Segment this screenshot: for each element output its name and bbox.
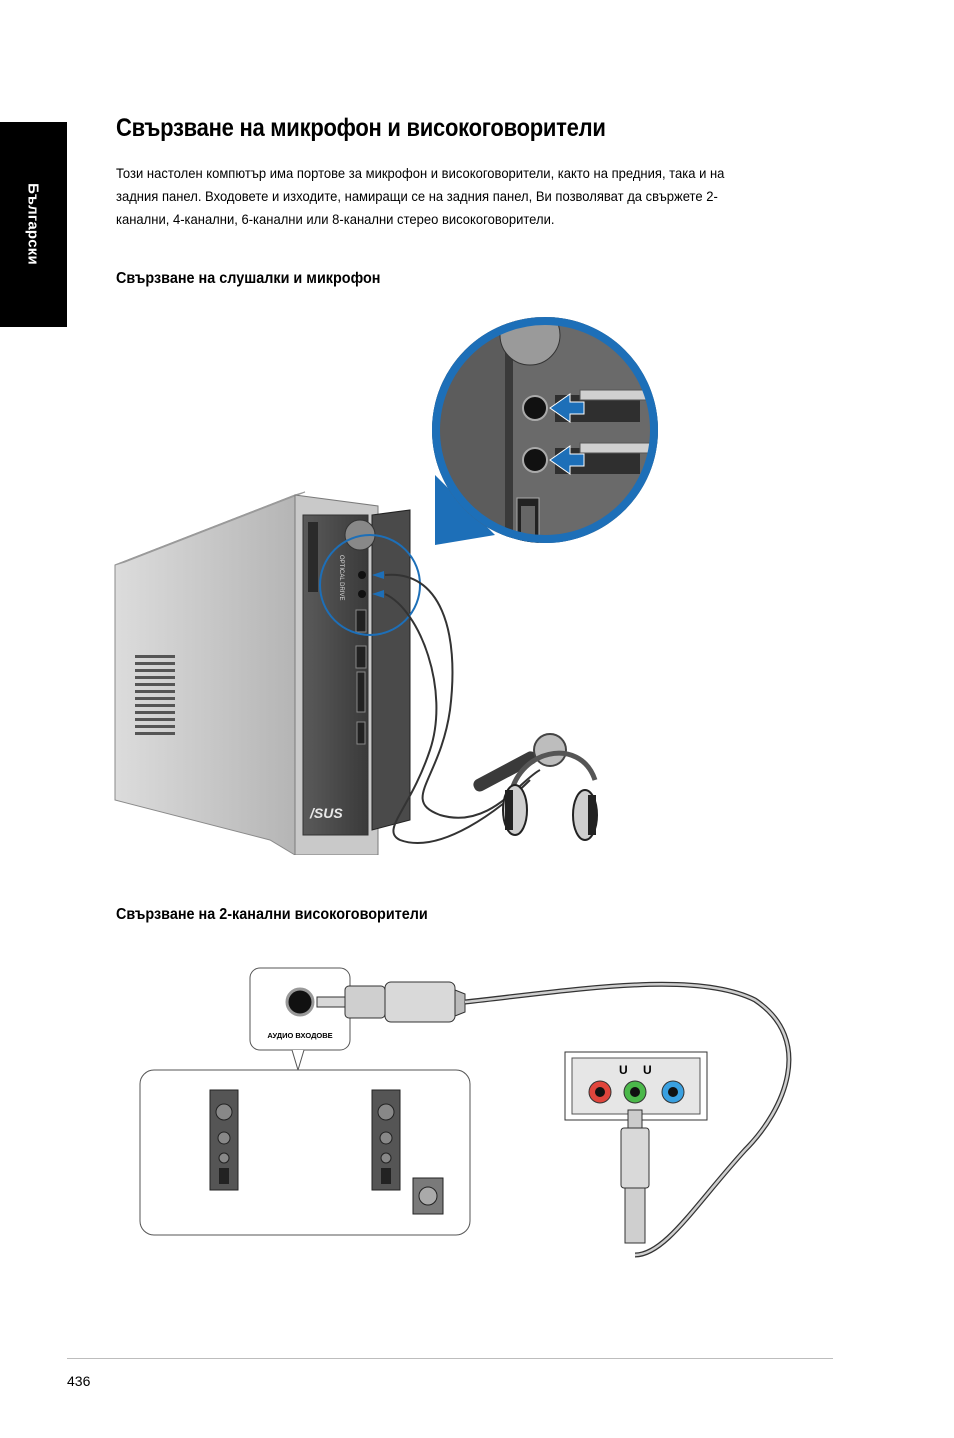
language-side-tab: Български	[0, 122, 67, 327]
audio-inputs-label: АУДИО ВХОДОВЕ	[267, 1031, 332, 1040]
blue-arrow-icon	[549, 393, 585, 423]
language-label: Български	[24, 183, 42, 265]
svg-text:U: U	[643, 1063, 652, 1077]
desktop-tower-icon: OPTICAL DRIVE /SUS	[114, 491, 421, 855]
rear-audio-panel: U U	[564, 1051, 708, 1121]
left-speaker-icon	[209, 1089, 239, 1191]
section-heading-2ch-speakers: Свързване на 2-канални високоговорители	[116, 906, 428, 923]
svg-text:U: U	[619, 1063, 628, 1077]
headphones-icon	[502, 750, 598, 841]
rca-plug-icon	[316, 981, 466, 1023]
subwoofer-icon	[412, 1177, 444, 1215]
section-heading-headphones-mic: Свързване на слушалки и микрофон	[116, 270, 381, 287]
audio-input-callout: АУДИО ВХОДОВЕ	[249, 967, 351, 1072]
zoom-callout	[432, 317, 658, 545]
blue-arrow-icon	[549, 445, 585, 475]
intro-paragraph: Този настолен компютър има портове за ми…	[116, 165, 725, 227]
page-title: Свързване на микрофон и високоговорители	[116, 114, 606, 142]
brand-logo: /SUS	[309, 805, 343, 821]
page-number: 436	[67, 1373, 91, 1389]
audio-jack-icon	[285, 987, 315, 1017]
speakers-illustration: АУДИО ВХОДОВЕ U U	[139, 967, 792, 1258]
right-speaker-icon	[371, 1089, 401, 1191]
microphone-icon	[473, 733, 567, 792]
optical-drive-label: OPTICAL DRIVE	[338, 555, 344, 600]
footer-divider	[67, 1358, 833, 1359]
headphones-mic-illustration: OPTICAL DRIVE /SUS	[114, 317, 658, 855]
